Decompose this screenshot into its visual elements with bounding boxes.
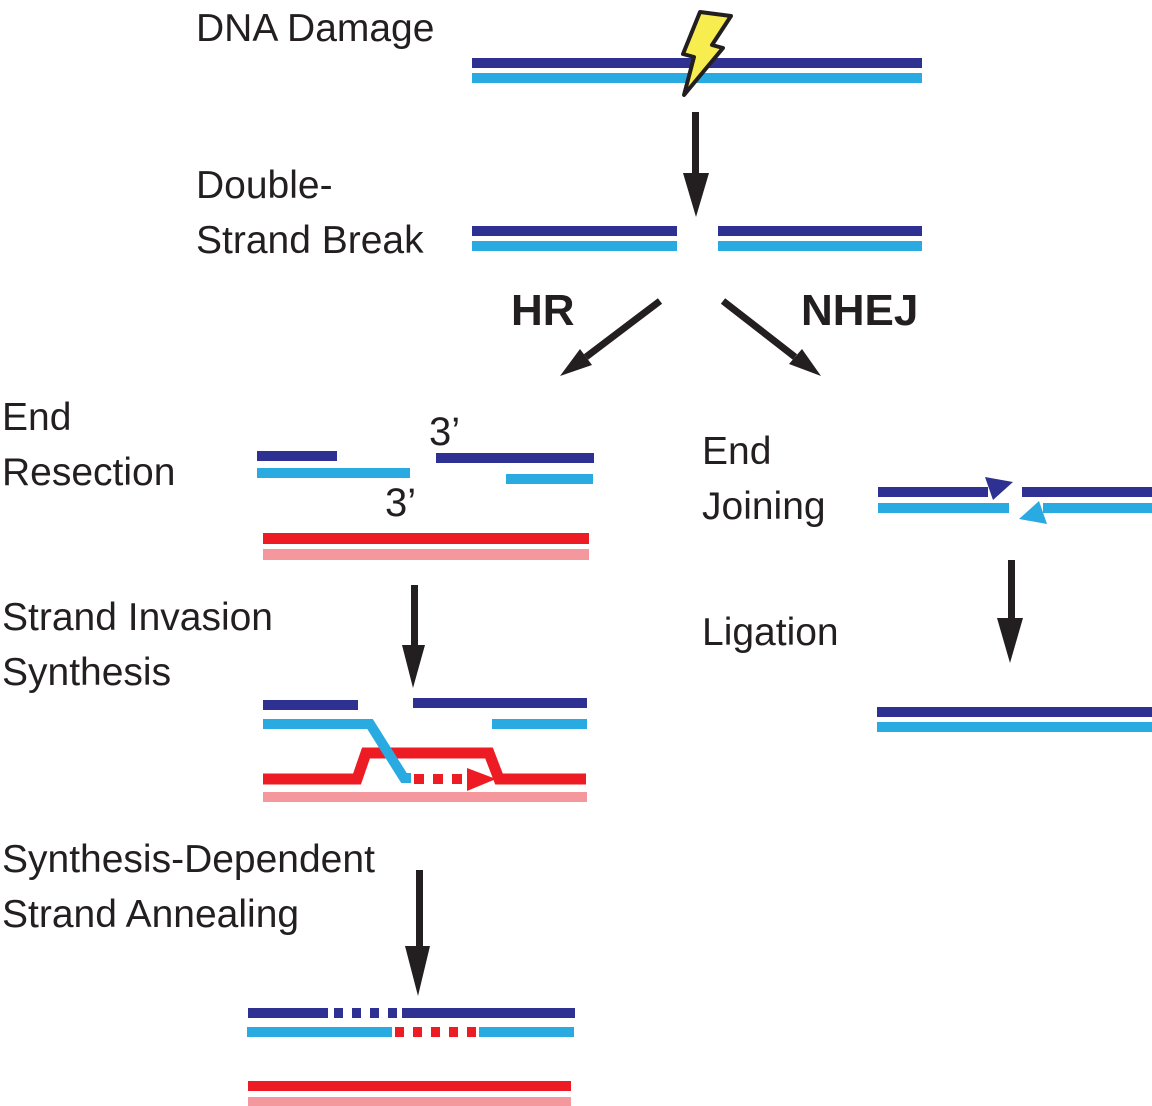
break-left-bottom-strand	[472, 241, 677, 251]
end-resection-strands	[257, 451, 594, 560]
synthesis-direction-arrowhead	[467, 768, 496, 791]
joining-right-bottom-strand	[1043, 503, 1152, 513]
resected-left-top-strand	[257, 451, 337, 461]
resected-right-bottom-strand	[506, 474, 593, 484]
invading-strand	[263, 719, 411, 783]
arrow-shaft	[416, 870, 423, 946]
arrow-head	[997, 618, 1023, 663]
break-left-top-strand	[472, 226, 677, 236]
joining-right-top-strand	[1022, 487, 1152, 497]
joining-top-strand-arrowhead	[985, 477, 1013, 500]
sdsa-top-right-strand	[402, 1008, 575, 1018]
end-joining-strands	[878, 477, 1152, 524]
double-strand-break-label-line1: Double-	[196, 164, 333, 207]
ligation-label: Ligation	[702, 611, 839, 654]
invasion-left-top-strand	[263, 700, 358, 710]
invasion-right-top-strand	[413, 698, 587, 708]
break-right-top-strand	[718, 226, 922, 236]
dna-damage-label: DNA Damage	[196, 7, 435, 50]
arrow-shaft	[720, 298, 798, 360]
arrow-invasion-to-sdsa	[405, 870, 430, 996]
hr-pathway-label: HR	[511, 286, 575, 335]
template-bottom-strand	[263, 549, 589, 560]
restored-template-top-strand	[248, 1081, 571, 1091]
end-resection-label-line1: End	[2, 396, 72, 439]
sdsa-repaired-duplex	[247, 1008, 575, 1106]
resected-right-overhang-strand	[436, 453, 594, 463]
end-joining-label-line1: End	[702, 430, 772, 473]
sdsa-bottom-left-strand	[247, 1027, 392, 1037]
arrow-shaft	[411, 585, 418, 646]
ligated-top-strand	[877, 707, 1152, 717]
joining-bottom-strand-arrowhead	[1019, 501, 1047, 524]
strand-invasion-label-line1: Strand Invasion	[2, 596, 274, 639]
sdsa-bottom-right-strand	[479, 1027, 574, 1037]
arrow-shaft	[583, 298, 663, 360]
arrow-damage-to-break	[683, 112, 709, 217]
ligated-dna-duplex	[877, 707, 1152, 732]
strand-invasion-label-line2: Synthesis	[2, 651, 172, 694]
restored-template-bottom-strand	[248, 1097, 571, 1106]
three-prime-label-bottom: 3’	[385, 481, 417, 525]
break-right-bottom-strand	[718, 241, 922, 251]
template-bottom-strand	[263, 792, 587, 802]
arrow-head	[402, 645, 425, 688]
arrow-head	[405, 946, 430, 996]
end-resection-label-line2: Resection	[2, 451, 176, 494]
joining-left-bottom-strand	[878, 503, 1009, 513]
arrow-joining-to-ligation	[997, 560, 1023, 663]
sdsa-label-line2: Strand Annealing	[2, 893, 300, 936]
arrow-shaft	[692, 112, 699, 173]
arrow-to-nhej	[720, 298, 821, 376]
joining-left-top-strand	[878, 487, 988, 497]
lightning-bolt-icon	[681, 10, 733, 97]
broken-dna-duplex	[472, 226, 922, 251]
arrow-resection-to-invasion	[402, 585, 425, 688]
d-loop-displaced-strand	[263, 747, 586, 785]
arrow-to-hr	[560, 298, 663, 376]
arrow-shaft	[1008, 560, 1015, 618]
strand-invasion-strands	[263, 698, 587, 802]
end-joining-label-line2: Joining	[702, 485, 826, 528]
arrow-head	[560, 349, 592, 376]
template-top-strand	[263, 533, 589, 544]
ligated-bottom-strand	[877, 722, 1152, 732]
arrow-head	[789, 349, 821, 376]
sdsa-top-left-strand	[248, 1008, 328, 1018]
resected-left-overhang-strand	[257, 468, 410, 478]
nhej-pathway-label: NHEJ	[801, 286, 919, 335]
invasion-right-bottom-strand	[492, 719, 587, 729]
double-strand-break-label-line2: Strand Break	[196, 219, 424, 262]
arrow-head	[683, 173, 709, 217]
three-prime-label-top: 3’	[429, 410, 461, 454]
sdsa-label-line1: Synthesis-Dependent	[2, 838, 375, 881]
